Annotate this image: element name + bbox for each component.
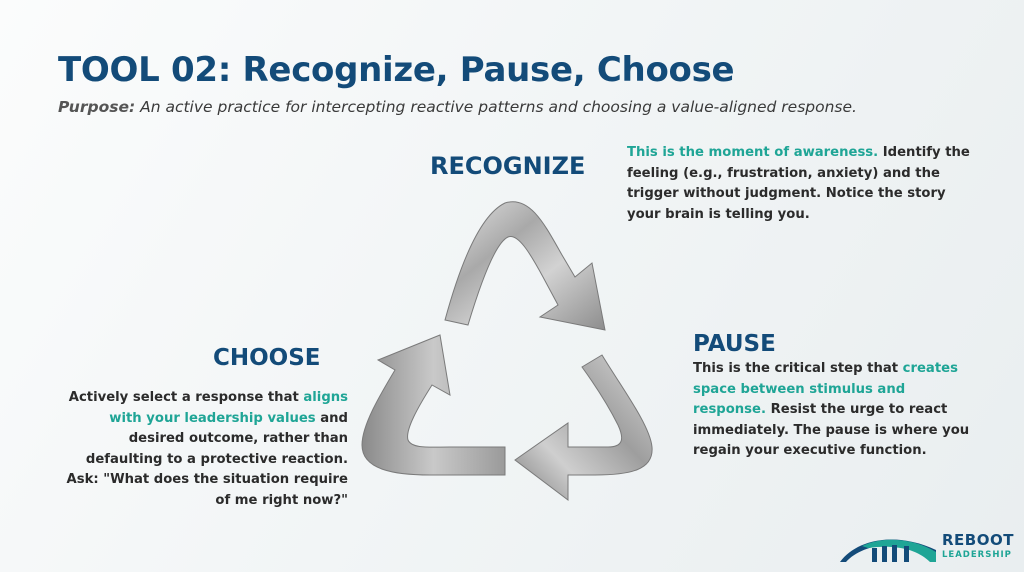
bridge-icon [840, 539, 936, 562]
choose-text-before: Actively select a response that [68, 390, 304, 405]
recognize-description: This is the moment of awareness. Identif… [627, 143, 972, 225]
pause-description: This is the critical step that creates s… [693, 359, 978, 462]
purpose-line: Purpose: An active practice for intercep… [58, 98, 857, 116]
choose-description: Actively select a response that aligns w… [60, 388, 348, 511]
recognize-text: Identify the feeling (e.g., frustration,… [627, 145, 970, 222]
choose-text-after: and desired outcome, rather than default… [66, 410, 348, 508]
recycle-arrows-icon [340, 185, 670, 515]
recognize-highlight: This is the moment of awareness. [627, 145, 879, 160]
page-title: TOOL 02: Recognize, Pause, Choose [58, 50, 735, 90]
choose-to-recognize-arrow [361, 334, 506, 476]
recognize-heading: RECOGNIZE [430, 152, 586, 180]
pause-text-before: This is the critical step that [693, 361, 903, 376]
recognize-to-pause-arrow [444, 201, 606, 331]
pause-highlight: creates space between stimulus and respo… [693, 361, 958, 417]
pause-heading: PAUSE [693, 331, 776, 357]
purpose-text: An active practice for intercepting reac… [135, 98, 857, 116]
purpose-label: Purpose: [58, 98, 136, 116]
logo-line2: LEADERSHIP [942, 550, 1012, 560]
pause-to-choose-arrow [514, 354, 653, 502]
choose-highlight: aligns with your leadership values [109, 390, 348, 426]
reboot-leadership-logo: REBOOT LEADERSHIP [838, 530, 1013, 564]
logo-line1: REBOOT [942, 531, 1014, 549]
pause-text-after: Resist the urge to react immediately. Th… [693, 402, 970, 458]
choose-heading: CHOOSE [213, 345, 321, 371]
